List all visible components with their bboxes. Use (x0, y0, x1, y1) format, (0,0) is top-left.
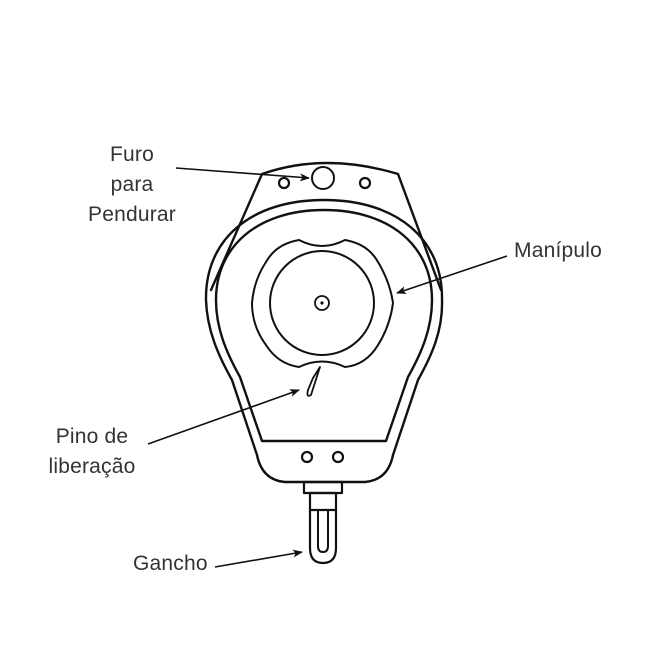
small-hole-right (358, 176, 372, 190)
mounting-plate (209, 161, 443, 292)
bottom-hole-left (300, 450, 314, 464)
body-inner-outline (214, 208, 434, 443)
label-hook: Gancho (133, 549, 208, 579)
small-hole-left (277, 176, 291, 190)
body-outer-outline (204, 198, 444, 484)
hanging-hole (311, 166, 335, 190)
label-knob: Manípulo (514, 236, 602, 266)
label-hanging-hole-line-1: Furo (110, 143, 154, 166)
label-release-pin: Pino de liberação (40, 422, 144, 482)
label-hanging-hole-line-3: Pendurar (88, 203, 176, 226)
leader-hanging-hole (175, 167, 310, 182)
leader-hook (214, 549, 303, 568)
release-pin (306, 366, 321, 397)
hook-cap (302, 480, 344, 495)
bottom-hole-right (331, 450, 345, 464)
hook-stem (308, 491, 338, 512)
label-hook-text: Gancho (133, 552, 208, 575)
knob-outline (251, 239, 394, 368)
knob-center-screw (314, 295, 330, 311)
hook-loop-inner (317, 509, 329, 553)
hook-loop-outer (308, 508, 338, 565)
leader-release-pin (147, 389, 300, 445)
label-hanging-hole-line-2: para (110, 173, 154, 196)
label-release-pin-line-1: Pino de (55, 425, 129, 448)
knob-center-dot (320, 301, 324, 305)
label-hanging-hole: Furo para Pendurar (82, 140, 182, 230)
knob-inner-circle (269, 250, 375, 356)
label-release-pin-line-2: liberação (48, 455, 136, 478)
leader-knob (396, 255, 508, 294)
label-knob-text: Manípulo (514, 239, 602, 262)
